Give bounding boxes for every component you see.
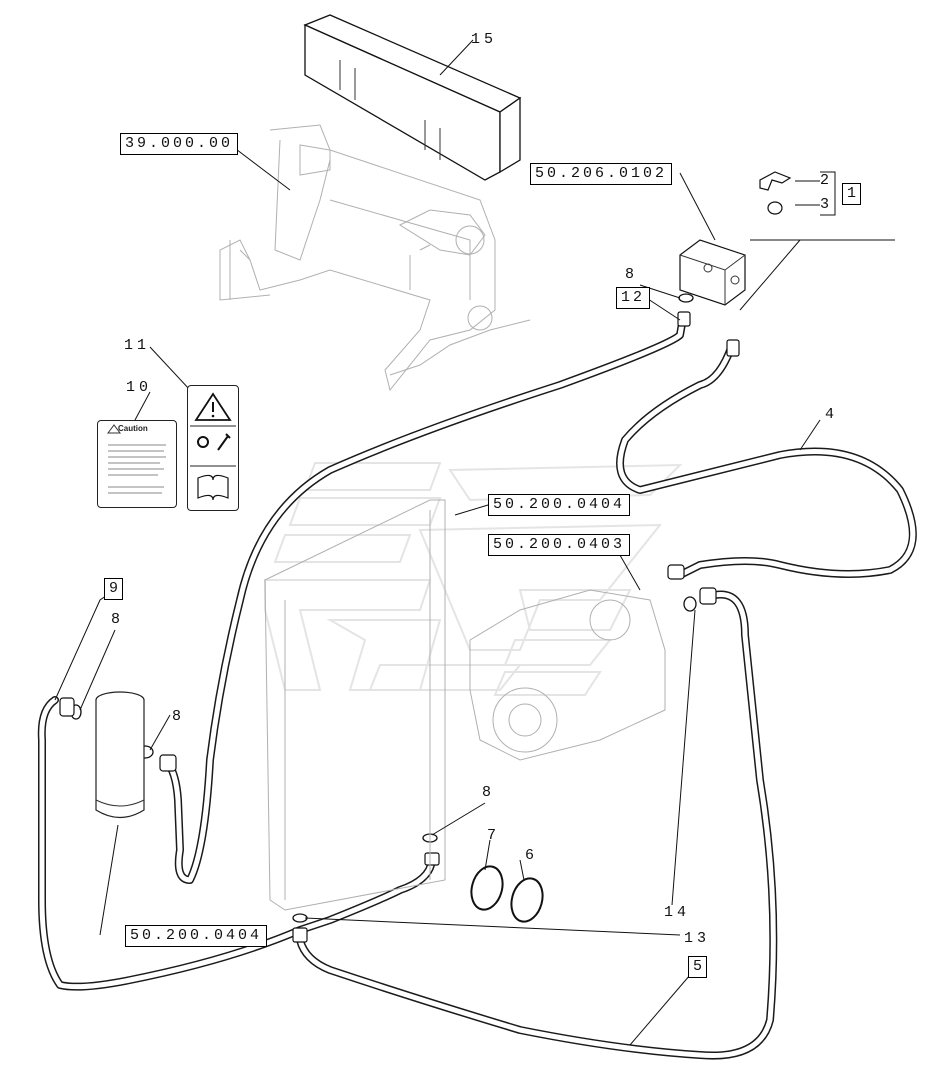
hose-clamps	[470, 865, 544, 923]
compressor	[469, 589, 666, 761]
part-number-11: 11	[124, 337, 151, 354]
item-box-5[interactable]: 5	[688, 956, 712, 982]
ref-box-frame[interactable]: 39.000.00	[120, 133, 243, 159]
rubber-block	[303, 14, 522, 181]
ref-box-hose-a[interactable]: 50.200.0404	[488, 494, 635, 520]
part-number-2: 2	[820, 172, 834, 189]
part-number-6: 6	[525, 847, 539, 864]
item-box-9[interactable]: 9	[104, 578, 128, 604]
part-number-3: 3	[820, 196, 834, 213]
clip-parts	[759, 171, 792, 215]
hose-lines	[37, 314, 917, 1060]
expansion-valve	[679, 239, 746, 306]
part-number-10: 10	[126, 379, 153, 396]
caution-decal: Caution	[97, 420, 177, 508]
part-number-4: 4	[825, 406, 839, 423]
ref-box-valve-block[interactable]: 50.206.0102	[530, 163, 677, 189]
condenser	[264, 499, 446, 911]
item-box-kit-1[interactable]: 1	[842, 183, 866, 209]
ref-box-receiver-drier[interactable]: 50.200.0404	[125, 925, 272, 951]
part-number-7: 7	[487, 827, 501, 844]
ref-box-hose-b[interactable]: 50.200.0403	[488, 534, 635, 560]
part-number-14: 14	[664, 904, 691, 921]
fittings	[59, 293, 740, 943]
part-number-8-drier: 8	[172, 708, 186, 725]
part-number-15: 15	[471, 31, 498, 48]
frame-assembly	[219, 124, 531, 392]
part-number-8-left: 8	[111, 611, 125, 628]
part-number-13: 13	[684, 930, 711, 947]
warning-decal	[187, 385, 239, 511]
warning-icons	[190, 392, 236, 501]
caution-title: Caution	[118, 424, 148, 433]
part-number-8-top: 8	[625, 266, 639, 283]
caution-text-lines	[107, 424, 166, 494]
part-number-8-bottom: 8	[482, 784, 496, 801]
item-box-12[interactable]: 12	[616, 287, 655, 313]
watermark-logo	[264, 462, 683, 696]
receiver-drier	[95, 691, 145, 819]
